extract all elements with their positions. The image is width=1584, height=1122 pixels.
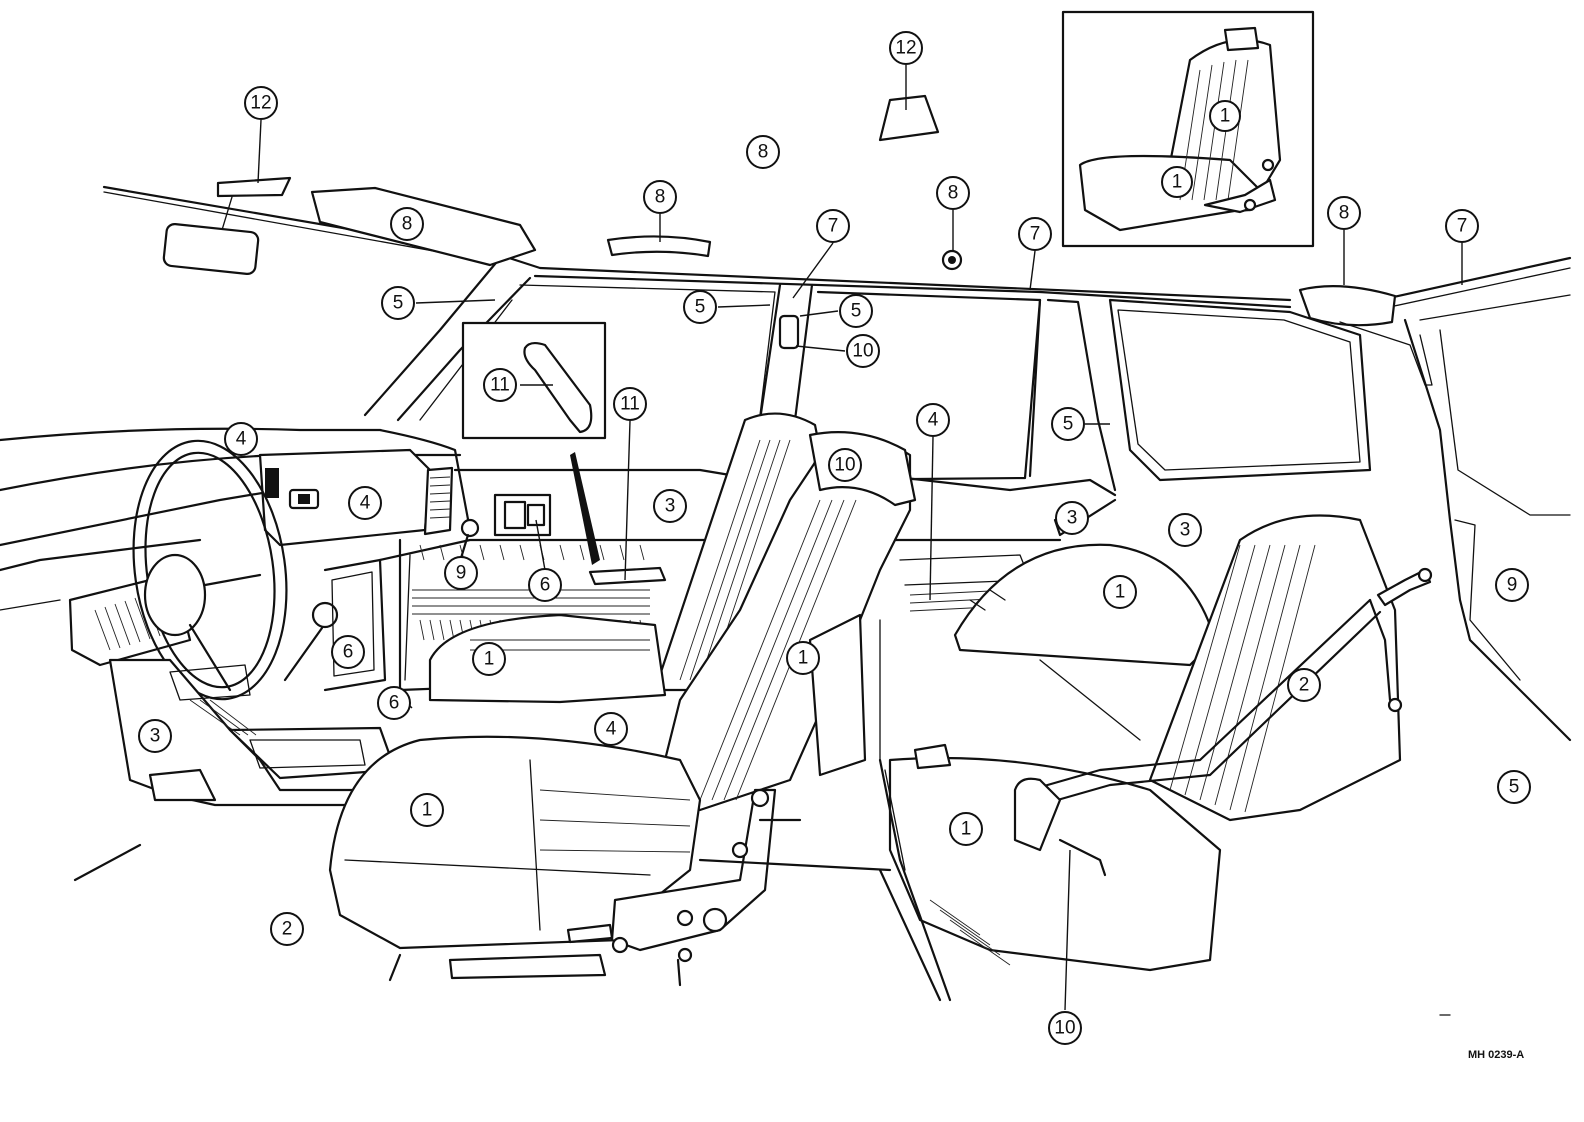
floor-edge-line	[73, 843, 142, 882]
callout-circle-a-pillar	[381, 286, 415, 320]
callout-circle-headrest	[828, 448, 862, 482]
inset-seat: 1 1	[1061, 10, 1315, 248]
callout-circle-rear-door-pull	[613, 387, 647, 421]
callout-label-instrument-panel-top: 4	[928, 410, 939, 431]
callout-label-front-seat-back: 1	[422, 800, 433, 821]
roof-structure	[102, 185, 1572, 742]
callout-circle-front-seat-cushion-left	[1103, 575, 1137, 609]
callout-label-rear-seatbelt: 10	[1054, 1018, 1075, 1039]
callout-label-rear-door-pull: 11	[620, 394, 640, 415]
callout-label-rear-seat-cushion: 1	[798, 648, 809, 669]
callout-circle-front-seat-cushion-main	[472, 642, 506, 676]
callout-circle-console	[594, 712, 628, 746]
inset-label-seat-back: 1	[1220, 106, 1231, 127]
callout-circle-windshield-moulding	[683, 290, 717, 324]
callout-circle-seatbelt-anchor-upper	[846, 334, 880, 368]
instrument-panel	[0, 427, 472, 807]
callout-circle-window-crank	[1495, 568, 1529, 602]
callout-circle-kick-panel	[528, 568, 562, 602]
callout-circle-sunvisor	[390, 207, 424, 241]
callout-circle-front-door-trim	[138, 719, 172, 753]
callout-label-seatbelt-anchor-upper: 10	[852, 341, 873, 362]
callout-circle-liftgate-trim	[1168, 513, 1202, 547]
callout-circle-headliner	[746, 135, 780, 169]
callout-label-rear-door-trim: 3	[665, 496, 676, 517]
callout-label-windshield-moulding: 5	[695, 297, 706, 318]
callout-circle-assist-handle-front	[643, 180, 677, 214]
callout-circle-floor-carpet-center	[270, 912, 304, 946]
callout-circle-door-pull	[483, 368, 517, 402]
callout-circle-floor-carpet-left	[1287, 668, 1321, 702]
callout-label-headrest: 10	[834, 455, 855, 476]
callout-circle-instrument-panel-center	[224, 422, 258, 456]
callout-label-b-pillar-trim: 5	[851, 301, 862, 322]
callout-label-sunvisor: 8	[402, 214, 413, 235]
callout-label-liftgate-trim: 3	[1180, 520, 1191, 541]
callout-label-console: 4	[606, 719, 617, 740]
callout-label-c-pillar-trim: 5	[1063, 414, 1074, 435]
callout-label-floor-carpet-center: 2	[282, 919, 293, 940]
callout-circle-rear-seat-cushion	[786, 641, 820, 675]
leader-lines	[257, 65, 1463, 1011]
callout-circle-scuff-plate	[331, 635, 365, 669]
callout-label-b-pillar: 7	[828, 216, 839, 237]
callout-circle-instrument-panel-top	[916, 403, 950, 437]
callout-label-rear-seat-back: 1	[961, 819, 972, 840]
callout-label-visor-left-mirror: 12	[250, 93, 271, 114]
callout-label-floor-carpet-left: 2	[1299, 675, 1310, 696]
callout-label-roof-rail: 7	[1030, 224, 1041, 245]
callout-label-kick-panel: 6	[540, 575, 551, 596]
callout-label-quarter-trim: 3	[1067, 508, 1078, 529]
callout-label-door-pull: 11	[490, 375, 510, 396]
callout-circle-visor-left-mirror	[244, 86, 278, 120]
callout-label-instrument-panel-center: 4	[236, 429, 247, 450]
front-door-trim	[378, 452, 1117, 692]
callout-circle-c-pillar-trim	[1051, 407, 1085, 441]
callout-circle-rear-seat-back	[949, 812, 983, 846]
inset-label-seat-cushion: 1	[1172, 172, 1183, 193]
callout-circle-door-lock-switch	[444, 556, 478, 590]
callout-circle-roof-rail	[1018, 217, 1052, 251]
callout-circle-b-pillar	[816, 209, 850, 243]
callout-label-quarter-trim-upper: 8	[1339, 203, 1350, 224]
callout-circle-dome-light	[936, 176, 970, 210]
callout-circle-b-pillar-trim	[839, 294, 873, 328]
callout-label-headliner: 8	[758, 142, 769, 163]
front-seats	[328, 412, 917, 987]
callout-label-front-door-trim: 3	[150, 726, 161, 747]
wheelhouse-trim	[953, 543, 1217, 741]
rear-seat	[698, 514, 1433, 1002]
callout-label-window-crank: 9	[1507, 575, 1518, 596]
callout-label-door-lock-switch: 9	[456, 563, 467, 584]
callout-label-rear-roof: 7	[1457, 216, 1468, 237]
callout-label-wheelhouse: 6	[389, 693, 400, 714]
callout-label-front-seat-cushion-left: 1	[1115, 582, 1126, 603]
figure-reference-code: MH 0239-A	[1468, 1049, 1524, 1061]
callout-label-front-seat-cushion-main: 1	[484, 649, 495, 670]
callout-circle-rear-seatbelt	[1048, 1011, 1082, 1045]
callout-label-rear-quarter: 5	[1509, 777, 1520, 798]
callout-circle-lower-panel	[348, 486, 382, 520]
callout-circle-rear-quarter	[1497, 770, 1531, 804]
callout-label-lower-panel: 4	[360, 493, 371, 514]
callout-label-dome-light: 8	[948, 183, 959, 204]
callout-label-assist-handle-front: 8	[655, 187, 666, 208]
callout-label-visor-right: 12	[895, 38, 916, 59]
callout-circle-rear-roof	[1445, 209, 1479, 243]
callout-circle-front-seat-back	[410, 793, 444, 827]
callout-label-a-pillar: 5	[393, 293, 404, 314]
callout-circle-visor-right	[889, 31, 923, 65]
callout-circle-wheelhouse	[377, 686, 411, 720]
callout-circle-rear-door-trim	[653, 489, 687, 523]
callout-circle-quarter-trim-upper	[1327, 196, 1361, 230]
callout-circle-quarter-trim	[1055, 501, 1089, 535]
callout-label-scuff-plate: 6	[343, 642, 354, 663]
